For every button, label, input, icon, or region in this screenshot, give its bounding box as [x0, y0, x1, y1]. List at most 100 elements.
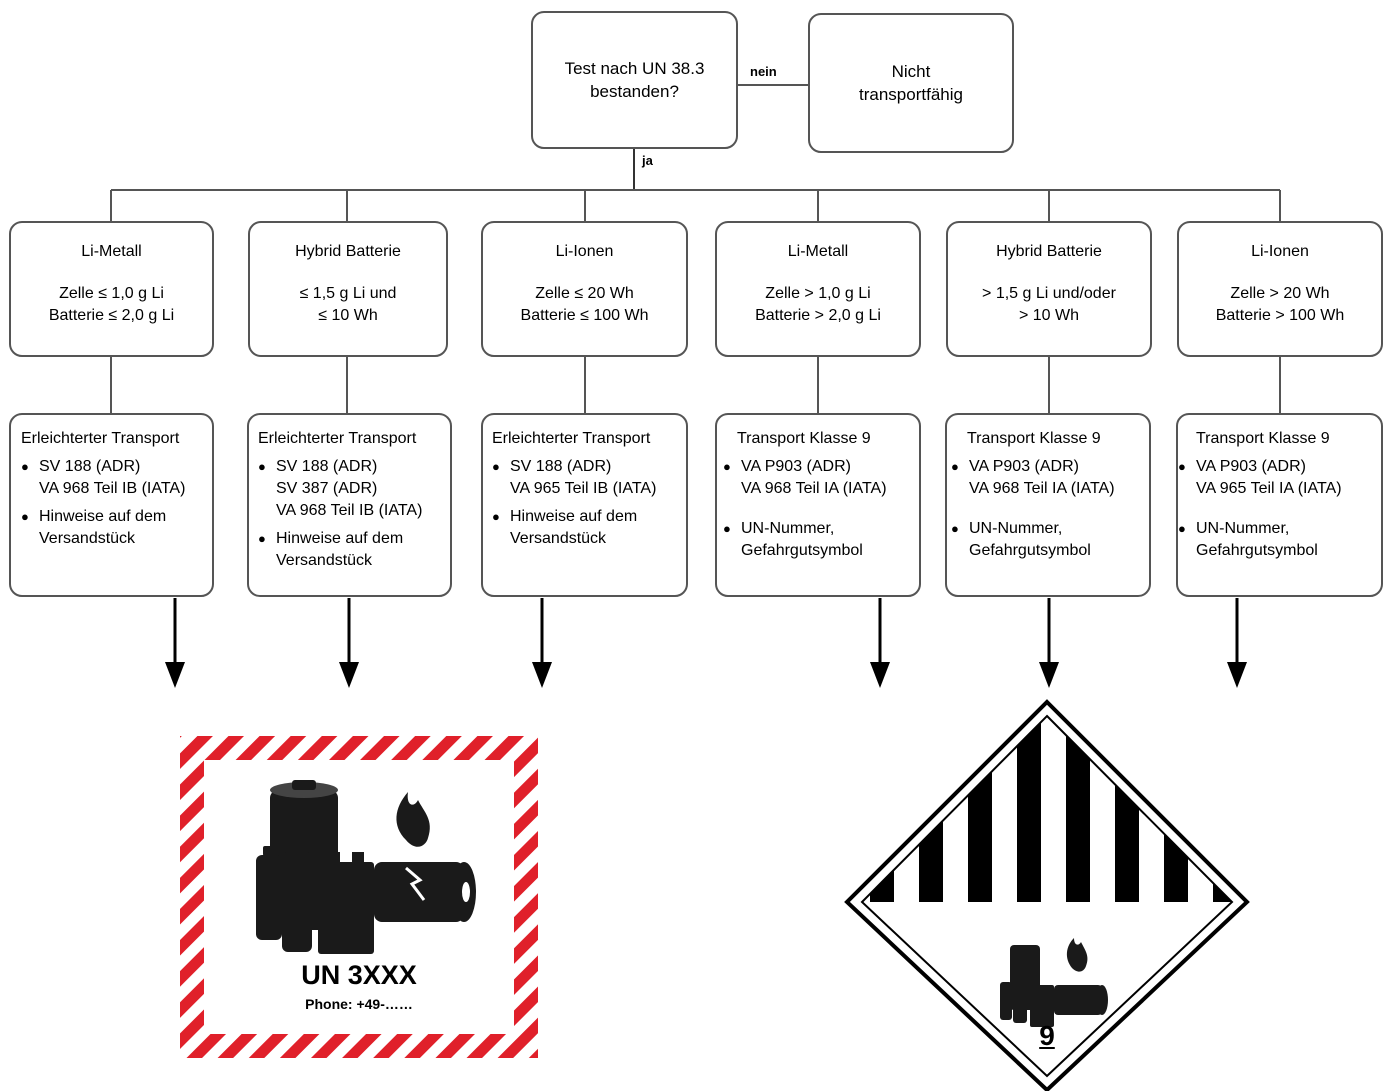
transport-bullet: ● Hinweise auf dem Versandstück — [21, 506, 212, 550]
transport-title: Transport Klasse 9 — [737, 430, 871, 447]
phone-text: Phone: +49-…… — [305, 996, 413, 1012]
not-transportable-line-1: Nicht — [891, 62, 931, 81]
transport-line: SV 188 (ADR) — [510, 458, 612, 475]
bullet-icon: ● — [21, 459, 29, 474]
decision-question-line-2: bestanden? — [590, 82, 679, 101]
branch-drops — [110, 190, 1281, 221]
bullet-icon: ● — [951, 521, 959, 536]
arrow-head-3 — [532, 662, 552, 688]
transport-bullet: ● SV 188 (ADR) VA 968 Teil IB (IATA) — [21, 456, 212, 500]
bullet-icon: ● — [951, 459, 959, 474]
bullet-icon: ● — [21, 509, 29, 524]
transport-line: VA 968 Teil IB (IATA) — [39, 480, 186, 497]
un-number-text: UN 3XXX — [301, 960, 417, 990]
transport-title: Erleichterter Transport — [21, 430, 180, 447]
transport-bullet: ● SV 188 (ADR) SV 387 (ADR) VA 968 Teil … — [258, 456, 450, 522]
category-limit: > 1,5 g Li und/oder — [982, 285, 1116, 302]
transport-bullet: ● Hinweise auf dem Versandstück — [258, 528, 450, 572]
transport-bullet: ● VA P903 (ADR) VA 968 Teil IA (IATA) — [951, 456, 1149, 500]
category-title: Hybrid Batterie — [996, 243, 1102, 260]
bullet-icon: ● — [258, 459, 266, 474]
category-title: Li-Metall — [81, 243, 142, 260]
transport-box-6: Transport Klasse 9 ● VA P903 (ADR) VA 96… — [1176, 413, 1383, 597]
transport-box-3: Erleichterter Transport ● SV 188 (ADR) V… — [481, 413, 688, 597]
arrow-head-6 — [1227, 662, 1247, 688]
category-limit: Zelle ≤ 20 Wh — [535, 285, 634, 302]
transport-line: VA P903 (ADR) — [969, 458, 1079, 475]
yes-edge-label: ja — [642, 153, 653, 168]
category-title: Li-Ionen — [1251, 243, 1309, 260]
category-limit: Batterie ≤ 100 Wh — [520, 307, 649, 324]
not-transportable-line-2: transportfähig — [859, 85, 963, 104]
result-arrows — [165, 598, 1247, 688]
category-limit: ≤ 10 Wh — [318, 307, 378, 324]
category-title: Li-Metall — [787, 243, 849, 260]
transport-title: Erleichterter Transport — [258, 430, 417, 447]
transport-box-1: Erleichterter Transport ● SV 188 (ADR) V… — [9, 413, 214, 597]
category-limit: ≤ 1,5 g Li und — [299, 285, 397, 302]
transport-line: VA P903 (ADR) — [741, 458, 851, 475]
category-box-li-metall-high: Li-Metall Zelle > 1,0 g Li Batterie > 2,… — [715, 221, 921, 357]
category-title: Li-Ionen — [555, 243, 614, 260]
no-edge-label: nein — [750, 64, 777, 79]
transport-line: SV 188 (ADR) — [276, 458, 378, 475]
bullet-icon: ● — [492, 509, 500, 524]
category-box-hybrid-low: Hybrid Batterie ≤ 1,5 g Li und ≤ 10 Wh — [248, 221, 448, 357]
bullet-icon: ● — [1178, 521, 1186, 536]
transport-bullet: ● VA P903 (ADR) VA 965 Teil IA (IATA) — [1178, 456, 1381, 500]
transport-line: VA 965 Teil IA (IATA) — [1196, 480, 1342, 497]
transport-line: VA P903 (ADR) — [1196, 458, 1306, 475]
bullet-icon: ● — [492, 459, 500, 474]
category-limit: Batterie ≤ 2,0 g Li — [48, 307, 175, 324]
arrow-head-2 — [339, 662, 359, 688]
transport-box-4: Transport Klasse 9 ● VA P903 (ADR) VA 96… — [715, 413, 921, 597]
category-title: Hybrid Batterie — [295, 243, 401, 260]
transport-bullet: ● UN-Nummer, Gefahrgutsymbol — [723, 518, 919, 562]
transport-line: SV 387 (ADR) — [276, 480, 378, 497]
transport-line: Hinweise auf dem — [510, 508, 638, 525]
transport-line: Versandstück — [276, 552, 373, 569]
transport-line: UN-Nummer, — [1196, 520, 1290, 537]
transport-bullet: ● SV 188 (ADR) VA 965 Teil IB (IATA) — [492, 456, 686, 500]
arrow-head-4 — [870, 662, 890, 688]
transport-line: Hinweise auf dem — [276, 530, 404, 547]
transport-line: UN-Nummer, — [741, 520, 835, 537]
category-limit: > 10 Wh — [1018, 307, 1080, 324]
transport-box-2: Erleichterter Transport ● SV 188 (ADR) S… — [247, 413, 452, 597]
decision-question-line-1: Test nach UN 38.3 — [564, 59, 705, 78]
not-transportable-box: Nicht transportfähig — [808, 13, 1014, 153]
transport-line: Versandstück — [510, 530, 607, 547]
transport-title: Transport Klasse 9 — [1196, 430, 1330, 447]
category-box-hybrid-high: Hybrid Batterie > 1,5 g Li und/oder > 10… — [946, 221, 1152, 357]
category-to-transport-connectors — [110, 357, 1281, 413]
transport-line: VA 968 Teil IB (IATA) — [276, 502, 423, 519]
transport-line: Hinweise auf dem — [39, 508, 167, 525]
bullet-icon: ● — [1178, 459, 1186, 474]
transport-title: Transport Klasse 9 — [967, 430, 1101, 447]
category-limit: Zelle ≤ 1,0 g Li — [59, 285, 164, 302]
category-box-li-metall-low: Li-Metall Zelle ≤ 1,0 g Li Batterie ≤ 2,… — [9, 221, 214, 357]
category-box-li-ionen-high: Li-Ionen Zelle > 20 Wh Batterie > 100 Wh — [1177, 221, 1383, 357]
transport-line: Gefahrgutsymbol — [741, 542, 863, 559]
bullet-icon: ● — [723, 521, 731, 536]
transport-line: SV 188 (ADR) — [39, 458, 141, 475]
transport-line: Versandstück — [39, 530, 136, 547]
small-battery-icon — [1000, 938, 1108, 1027]
transport-bullet: ● UN-Nummer, Gefahrgutsymbol — [1178, 518, 1381, 562]
transport-title: Erleichterter Transport — [492, 430, 651, 447]
transport-line: Gefahrgutsymbol — [1196, 542, 1318, 559]
transport-bullet: ● VA P903 (ADR) VA 968 Teil IA (IATA) — [723, 456, 919, 500]
battery-fire-icon — [256, 780, 476, 954]
lithium-battery-label — [180, 736, 538, 1058]
transport-line: UN-Nummer, — [969, 520, 1063, 537]
transport-box-5: Transport Klasse 9 ● VA P903 (ADR) VA 96… — [945, 413, 1151, 597]
category-limit: Batterie > 100 Wh — [1215, 307, 1345, 324]
category-limit: Zelle > 1,0 g Li — [765, 285, 871, 302]
category-limit: Zelle > 20 Wh — [1230, 285, 1330, 302]
arrow-head-1 — [165, 662, 185, 688]
transport-line: Gefahrgutsymbol — [969, 542, 1091, 559]
arrow-head-5 — [1039, 662, 1059, 688]
bullet-icon: ● — [258, 531, 266, 546]
class-number-text: 9 — [1039, 1020, 1055, 1051]
